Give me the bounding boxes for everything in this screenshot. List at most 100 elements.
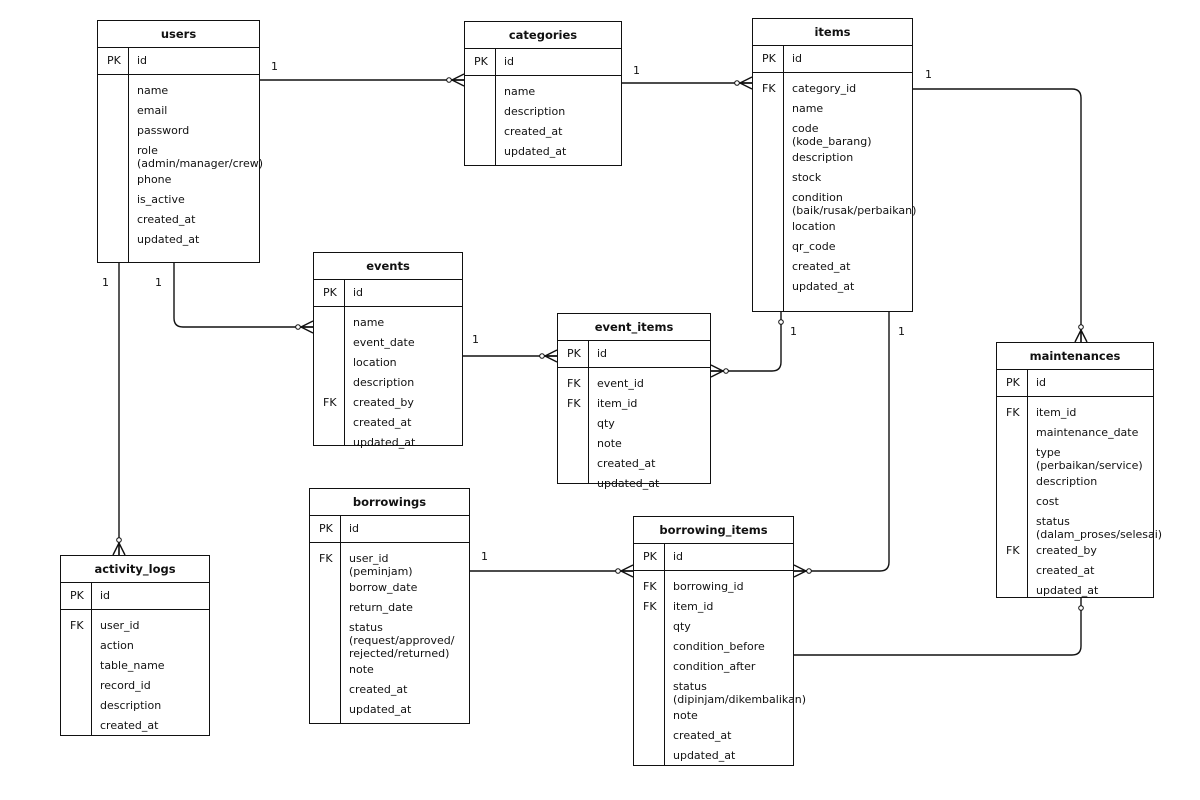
- attribute-name: record_id: [100, 679, 151, 692]
- items-borrowing-items-cardinality-label: 1: [898, 325, 905, 338]
- users-events-many-marker: [300, 320, 314, 334]
- attribute-row: created_at: [98, 210, 259, 230]
- line-maintenances-borrowing-items: [794, 598, 1082, 656]
- attribute-name: status (dipinjam/dikembalikan): [673, 680, 807, 706]
- key-marker: FK: [567, 397, 581, 410]
- events-event-items-many-marker: [544, 349, 558, 363]
- column-divider: [91, 582, 92, 735]
- attribute-name: event_id: [597, 377, 644, 390]
- attribute-row: name: [753, 99, 912, 119]
- attribute-row: maintenance_date: [997, 423, 1153, 443]
- key-marker: PK: [70, 589, 84, 602]
- attribute-row: description: [465, 102, 621, 122]
- attribute-row: qty: [558, 414, 710, 434]
- attribute-name: id: [1036, 376, 1047, 389]
- attribute-name: condition (baik/rusak/perbaikan): [792, 191, 917, 217]
- attribute-row: email: [98, 101, 259, 121]
- primary-key-row: PK id: [465, 49, 621, 76]
- attribute-name: location: [792, 220, 836, 233]
- attribute-name: phone: [137, 173, 172, 186]
- attribute-row: status (request/approved/ rejected/retur…: [310, 618, 469, 660]
- attribute-row: created_at: [753, 257, 912, 277]
- items-maintenances-cardinality-label: 1: [925, 68, 932, 81]
- attribute-name: code (kode_barang): [792, 122, 872, 148]
- categories-items-cardinality-label: 1: [633, 64, 640, 77]
- attribute-name: name: [137, 84, 169, 97]
- attribute-row: description: [314, 373, 462, 393]
- primary-key-row: PK id: [310, 516, 469, 543]
- attribute-name: created_at: [349, 683, 408, 696]
- entity-title: maintenances: [997, 343, 1153, 370]
- line-items-maintenances: [913, 88, 1082, 342]
- key-marker: PK: [323, 286, 337, 299]
- attribute-name: updated_at: [504, 145, 567, 158]
- attribute-name: description: [353, 376, 415, 389]
- key-marker: PK: [643, 550, 657, 563]
- attribute-name: id: [673, 550, 684, 563]
- attribute-name: updated_at: [349, 703, 412, 716]
- users-categories-many-marker: [451, 73, 465, 87]
- attribute-name: return_date: [349, 601, 413, 614]
- primary-key-row: PK id: [997, 370, 1153, 397]
- column-divider: [495, 48, 496, 165]
- column-divider: [664, 543, 665, 765]
- attribute-row: action: [61, 636, 209, 656]
- attribute-name: cost: [1036, 495, 1059, 508]
- key-marker: PK: [474, 55, 488, 68]
- attribute-name: name: [353, 316, 385, 329]
- attribute-row: status (dalam_proses/selesai): [997, 512, 1162, 541]
- key-marker: FK: [319, 552, 333, 565]
- entity-title: events: [314, 253, 462, 280]
- line-items-event-items: [711, 312, 782, 372]
- attribute-name: category_id: [792, 82, 857, 95]
- column-divider: [128, 47, 129, 262]
- key-marker: PK: [319, 522, 333, 535]
- column-divider: [588, 340, 589, 483]
- attribute-row: note: [558, 434, 710, 454]
- entity-title: categories: [465, 22, 621, 49]
- attribute-row: password: [98, 121, 259, 141]
- attribute-name: created_at: [504, 125, 563, 138]
- attribute-row: updated_at: [753, 277, 912, 297]
- attribute-name: note: [597, 437, 622, 450]
- events-event-items-optional-marker: [539, 353, 545, 359]
- attribute-row: created_at: [310, 680, 469, 700]
- attribute-name: borrowing_id: [673, 580, 744, 593]
- borrowings-borrowing-items-many-marker: [620, 564, 634, 578]
- attribute-name: id: [349, 522, 360, 535]
- attribute-name: updated_at: [137, 233, 200, 246]
- maintenances-borrowing-items-one-marker: [1078, 605, 1084, 611]
- attribute-name: maintenance_date: [1036, 426, 1139, 439]
- borrowings-borrowing-items-cardinality-label: 1: [481, 550, 488, 563]
- key-marker: PK: [1006, 376, 1020, 389]
- attribute-name: id: [504, 55, 515, 68]
- attribute-row: location: [314, 353, 462, 373]
- attribute-row: updated_at: [997, 581, 1153, 601]
- line-items-borrowing-items: [794, 312, 890, 572]
- attribute-row: location: [753, 217, 912, 237]
- attribute-name: description: [792, 151, 854, 164]
- key-marker: PK: [567, 347, 581, 360]
- attribute-name: qty: [597, 417, 615, 430]
- attribute-row: updated_at: [558, 474, 710, 494]
- key-marker: FK: [1006, 406, 1020, 419]
- items-event-items-many-marker: [710, 364, 724, 378]
